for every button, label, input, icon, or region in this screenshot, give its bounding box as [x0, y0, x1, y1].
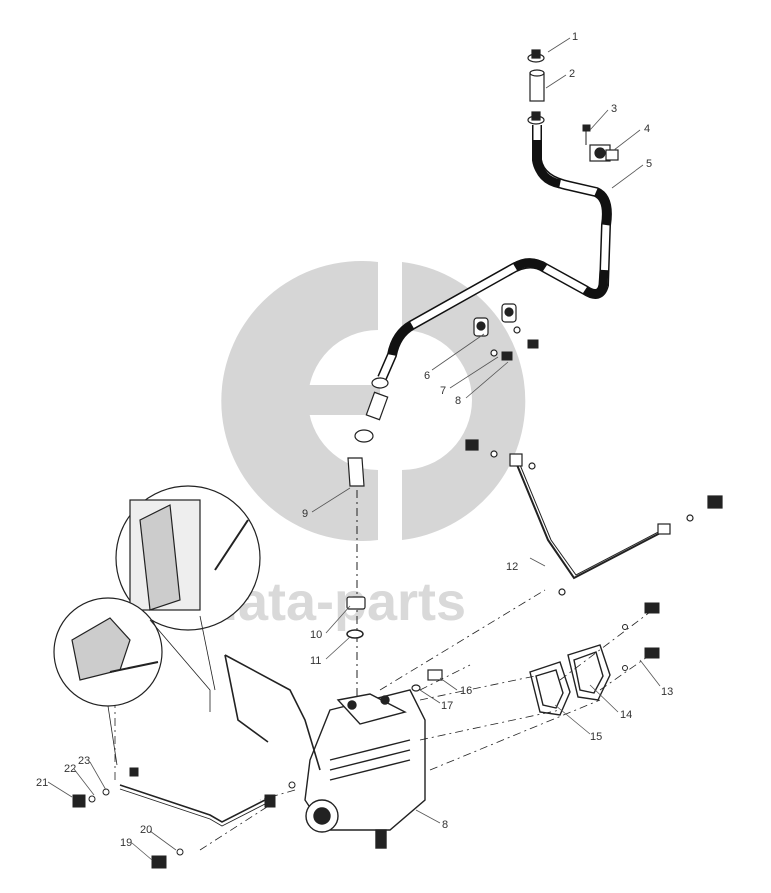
callout-p13: 13	[661, 686, 673, 698]
callout-p22: 22	[64, 763, 76, 775]
bracket-clip-4	[589, 144, 619, 162]
hose-assembly-5	[377, 125, 612, 380]
top-fitting-1	[527, 49, 545, 63]
hose-fitting-lower	[527, 111, 545, 125]
callout-p4: 4	[644, 123, 650, 135]
lower-oil-line	[119, 784, 266, 827]
callout-labels: 1 2 3 4 5 6 7 8 9 10 11 12 13 14 15 16 1…	[36, 31, 673, 849]
callout-p20: 20	[140, 824, 152, 836]
callout-p12: 12	[506, 561, 518, 573]
seal-ring-11	[346, 629, 364, 639]
callout-p11: 11	[310, 655, 321, 667]
callout-p6: 6	[424, 370, 430, 382]
callout-p17: 17	[441, 700, 453, 712]
bolts-13	[622, 602, 660, 671]
detail-view-upper	[115, 485, 261, 631]
washer-17	[411, 684, 421, 692]
gasket-15	[529, 661, 571, 716]
bolt-3	[582, 124, 591, 145]
washers-7	[490, 326, 521, 357]
callout-p21: 21	[36, 777, 48, 789]
adapter-10	[346, 596, 366, 610]
guide-lines	[114, 589, 651, 851]
callout-p8a: 8	[455, 395, 461, 407]
callout-p23: 23	[78, 755, 90, 767]
callout-p19: 19	[120, 837, 132, 849]
callout-p16: 16	[460, 685, 472, 697]
callout-p3: 3	[611, 103, 617, 115]
callout-p2: 2	[569, 68, 575, 80]
watermark-logo	[221, 261, 526, 541]
fitting-16	[427, 669, 443, 681]
callout-p14: 14	[620, 709, 632, 721]
upper-oil-line	[224, 654, 321, 771]
leader-lines	[47, 37, 661, 861]
gasket-14	[567, 644, 611, 701]
bolts-8	[501, 339, 539, 361]
callout-p15: 15	[590, 731, 602, 743]
callout-p10: 10	[310, 629, 322, 641]
air-compressor	[304, 689, 426, 849]
callout-p1: 1	[572, 31, 578, 43]
lower-fasteners	[72, 767, 296, 869]
coupling-sleeve-2	[529, 69, 545, 102]
callout-p5: 5	[646, 158, 652, 170]
oil-line-12	[514, 459, 669, 580]
callout-p9: 9	[302, 508, 308, 520]
oil-line-fittings	[465, 439, 723, 596]
fitting-9	[347, 377, 389, 487]
detail-leaders	[107, 615, 216, 766]
callout-p8b: 8	[442, 819, 448, 831]
callout-p7: 7	[440, 385, 446, 397]
detail-view-lower	[53, 597, 163, 707]
